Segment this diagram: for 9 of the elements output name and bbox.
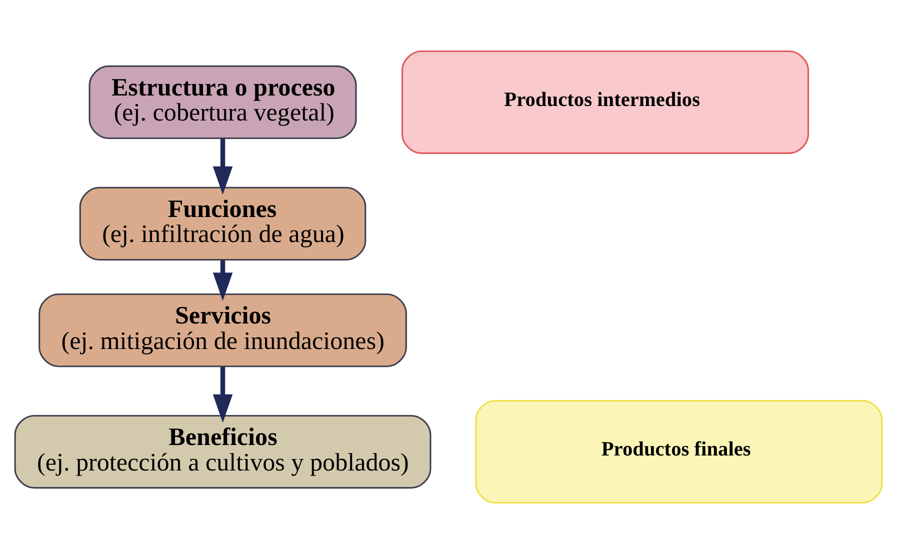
arrow [212,366,233,423]
arrow [212,138,233,195]
node-box: Productos intermedios [401,50,810,154]
node-box: Servicios (ej. mitigación de inundaciones) [38,293,407,368]
node-box: Estructura o proceso (ej. cobertura vegetal) [88,65,357,140]
arrow [212,260,233,301]
node-box: Productos finales [475,400,883,504]
node-box: Funciones (ej. infiltración de agua) [79,186,366,261]
node-box: Beneficios (ej. protección a cultivos y poblados) [14,414,432,489]
